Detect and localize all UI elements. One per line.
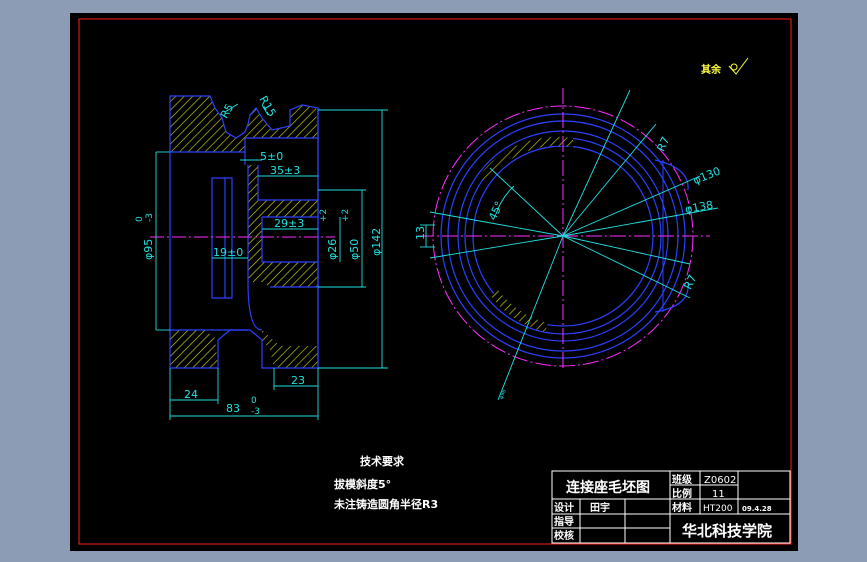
dim-phi-small: φ96: [499, 389, 508, 400]
dim-phi26: φ26: [326, 239, 339, 260]
class-value: Z0602: [704, 475, 736, 486]
hatch-hub-upper: [248, 165, 318, 237]
title-block: 连接座毛坯图 班级 Z0602 比例 11 材料 HT200 09.4.28 设…: [551, 470, 791, 544]
dim-83-tol-lo: -3: [251, 407, 260, 417]
dim-5: 5±0: [260, 150, 283, 163]
dim-83-tol-up: 0: [251, 396, 257, 406]
dim-r5: R5: [218, 102, 237, 121]
notes-line-1: 拔模斜度5°: [334, 477, 391, 491]
dim-24: 24: [184, 388, 198, 401]
dim-phi95-tol-up: 0: [135, 216, 145, 222]
material-value: HT200: [703, 504, 733, 514]
dim-19: 19±0: [213, 246, 243, 259]
dim-35: 35±3: [270, 164, 300, 177]
notes-line-2: 未注铸造圆角半径R3: [333, 497, 438, 511]
dim-83: 83: [226, 402, 240, 415]
hatch-bottom-left: [170, 330, 218, 368]
dim-23: 23: [291, 374, 305, 387]
dim-29: 29±3: [274, 217, 304, 230]
front-section-view: R5 R15 5±0 35±3 29±3 19±0 φ26 +2 φ50 +2 …: [135, 94, 388, 420]
dim-phi26-tol: +2: [319, 209, 329, 222]
dim-phi50: φ50: [348, 239, 361, 260]
drawing-name: 连接座毛坯图: [566, 479, 650, 496]
scale-label: 比例: [672, 487, 692, 500]
school-name: 华北科技学院: [682, 522, 772, 540]
hatch-arc-top: [479, 136, 573, 182]
dim-13: 13: [414, 226, 427, 240]
hatch-bottom-right: [262, 330, 318, 368]
check-label: 校核: [554, 529, 574, 542]
date-value: 09.4.28: [742, 505, 772, 513]
design-label: 设计: [554, 501, 574, 514]
surface-finish-mark: 其余: [701, 57, 749, 76]
drawing-border: [78, 18, 792, 545]
notes-title: 技术要求: [360, 454, 405, 468]
dim-r7-top: R7: [654, 135, 672, 154]
material-label: 材料: [672, 501, 692, 514]
dim-phi50-tol: +2: [341, 209, 351, 222]
scale-value: 11: [712, 489, 725, 500]
guide-label: 指导: [554, 515, 574, 528]
technical-notes: 技术要求 拔模斜度5° 未注铸造圆角半径R3: [333, 454, 438, 511]
dim-phi138: φ138: [684, 198, 714, 216]
designer-name: 田宇: [590, 501, 610, 514]
hatch-arc-bottom: [491, 290, 548, 332]
surface-finish-label: 其余: [701, 63, 722, 76]
class-label: 班级: [672, 473, 693, 486]
dim-phi95: φ95: [142, 239, 155, 260]
dim-r7-bottom: R7: [681, 273, 699, 292]
dim-phi95-tol-lo: -3: [145, 213, 155, 222]
dim-phi142: φ142: [370, 228, 383, 256]
